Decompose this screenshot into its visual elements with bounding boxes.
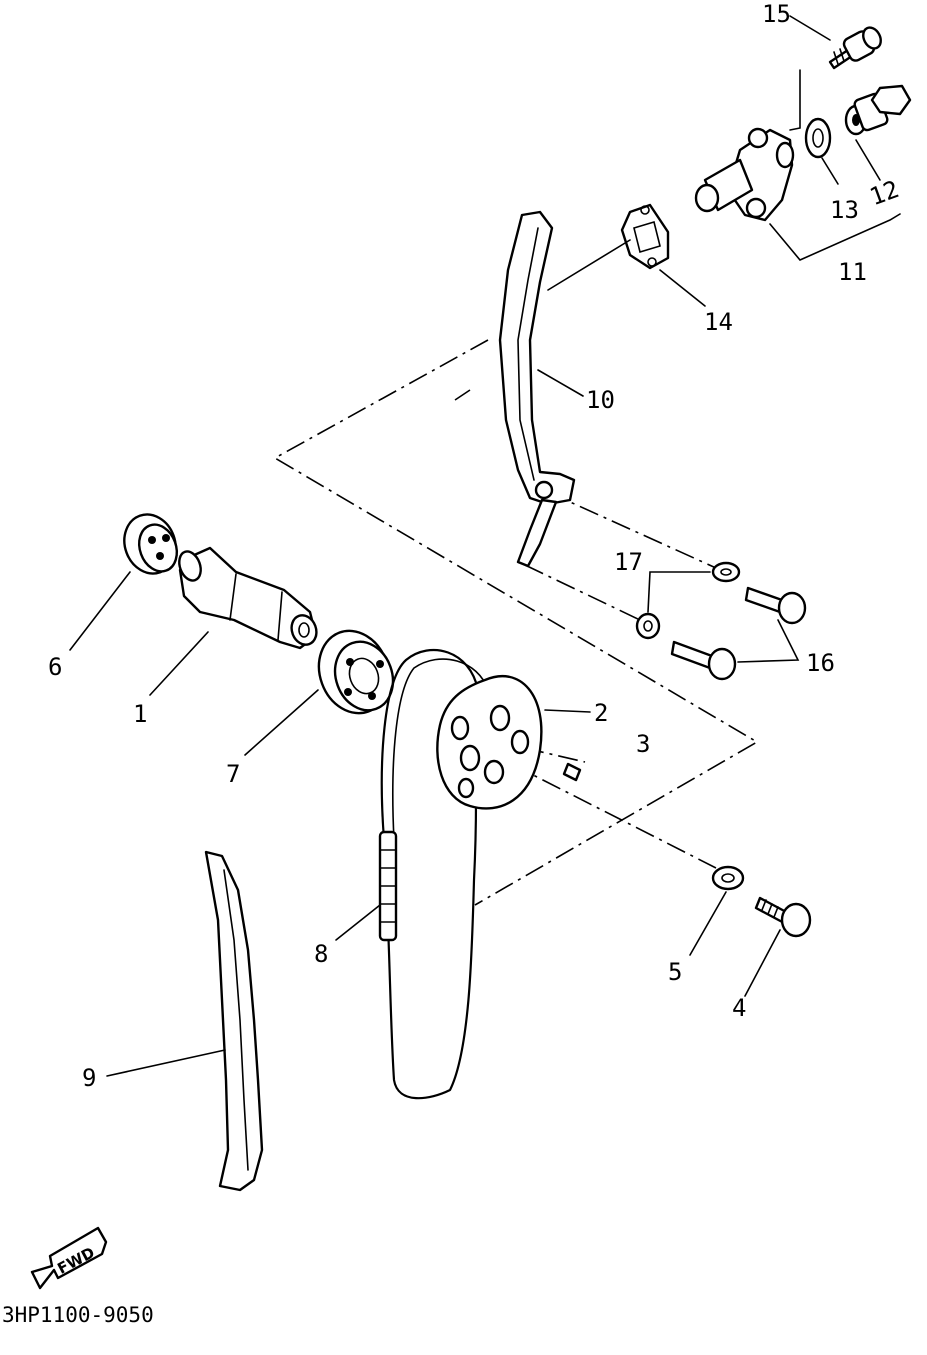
chain-guide-10 <box>498 210 576 568</box>
callout-7: 7 <box>226 760 240 788</box>
gasket-14 <box>620 203 670 270</box>
bolts-16 <box>670 586 807 681</box>
bolt-15 <box>828 26 882 70</box>
chain-guide-9 <box>204 850 264 1192</box>
leader-lines <box>69 15 901 1077</box>
callout-10: 10 <box>586 386 615 414</box>
forward-arrow-icon: FWD <box>30 1226 108 1290</box>
bearing-7 <box>317 629 395 715</box>
gasket-13 <box>804 117 832 159</box>
washer-5 <box>711 865 745 891</box>
camshaft-1 <box>178 546 318 650</box>
callout-13: 13 <box>830 196 859 224</box>
cam-sprocket-2 <box>436 674 543 810</box>
callout-8: 8 <box>314 940 328 968</box>
callout-9: 9 <box>82 1064 96 1092</box>
callout-17: 17 <box>614 548 643 576</box>
plug-bolt-12 <box>844 84 912 136</box>
callout-4: 4 <box>732 994 746 1022</box>
callout-6: 6 <box>48 653 62 681</box>
bolt-4 <box>754 896 812 938</box>
tensioner-assembly-11 <box>694 127 795 222</box>
drawing-code: 3HP1100-9050 <box>2 1303 154 1327</box>
callout-14: 14 <box>704 308 733 336</box>
callout-16: 16 <box>806 649 835 677</box>
callout-5: 5 <box>668 958 682 986</box>
callout-15: 15 <box>762 0 791 28</box>
callout-12: 12 <box>866 175 903 211</box>
callout-2: 2 <box>594 699 608 727</box>
washers-17 <box>635 561 741 640</box>
callout-labels: 1 2 3 4 5 6 7 8 9 10 11 12 13 14 15 16 1… <box>48 0 903 1092</box>
callout-11: 11 <box>838 258 867 286</box>
callout-3: 3 <box>636 730 650 758</box>
callout-1: 1 <box>133 700 147 728</box>
dowel-pin-3 <box>562 762 582 782</box>
bearing-6 <box>123 513 179 575</box>
cam-chain-8 <box>378 648 489 1100</box>
